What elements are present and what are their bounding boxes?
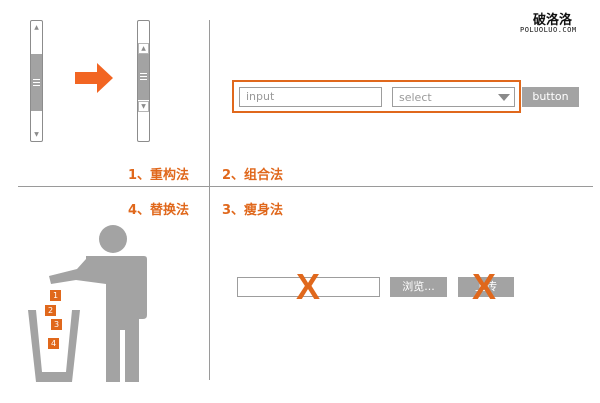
watermark-name: 破洛洛 [533,13,573,28]
method-2-label: 2、组合法 [222,168,284,183]
scroll-down-arrow-icon[interactable]: ▼ [34,131,39,138]
upload-button[interactable]: 上传 [458,277,514,297]
file-path-input[interactable] [237,277,380,297]
submit-button[interactable]: button [522,87,579,107]
scroll-up-button[interactable]: ▲ [138,43,149,54]
scroll-down-arrow-icon: ▼ [141,103,146,110]
trash-item-4: 4 [48,338,59,349]
horizontal-divider [18,186,593,187]
watermark-domain: POLUOLUO.COM [520,26,577,34]
person-icon [49,225,147,382]
combined-form-frame [232,80,521,113]
select-value: select [399,91,432,104]
scroll-up-arrow-icon: ▲ [141,45,146,52]
trash-item-1: 1 [50,290,61,301]
right-arrow-icon [75,63,113,93]
input-placeholder: input [246,90,275,103]
trash-item-3: 3 [51,319,62,330]
chevron-down-icon [498,94,510,101]
scroll-down-button[interactable]: ▼ [138,101,149,112]
scroll-thumb[interactable] [138,54,149,100]
custom-scrollbar[interactable]: ▲ ▼ [137,20,150,142]
method-4-label: 4、替换法 [128,203,190,218]
remove-x-mark: X [296,266,321,307]
trash-can-icon [28,310,80,382]
trash-item-2: 2 [45,305,56,316]
select-dropdown[interactable]: select [392,87,515,107]
native-scrollbar[interactable]: ▲ ▼ [30,20,43,142]
browse-button[interactable]: 浏览... [390,277,447,297]
scroll-up-arrow-icon[interactable]: ▲ [34,24,39,31]
method-1-label: 1、重构法 [128,168,190,183]
scroll-thumb[interactable] [31,54,42,111]
vertical-divider [209,20,210,380]
text-input[interactable]: input [239,87,382,107]
method-3-label: 3、瘦身法 [222,203,284,218]
remove-x-mark: X [472,266,497,307]
